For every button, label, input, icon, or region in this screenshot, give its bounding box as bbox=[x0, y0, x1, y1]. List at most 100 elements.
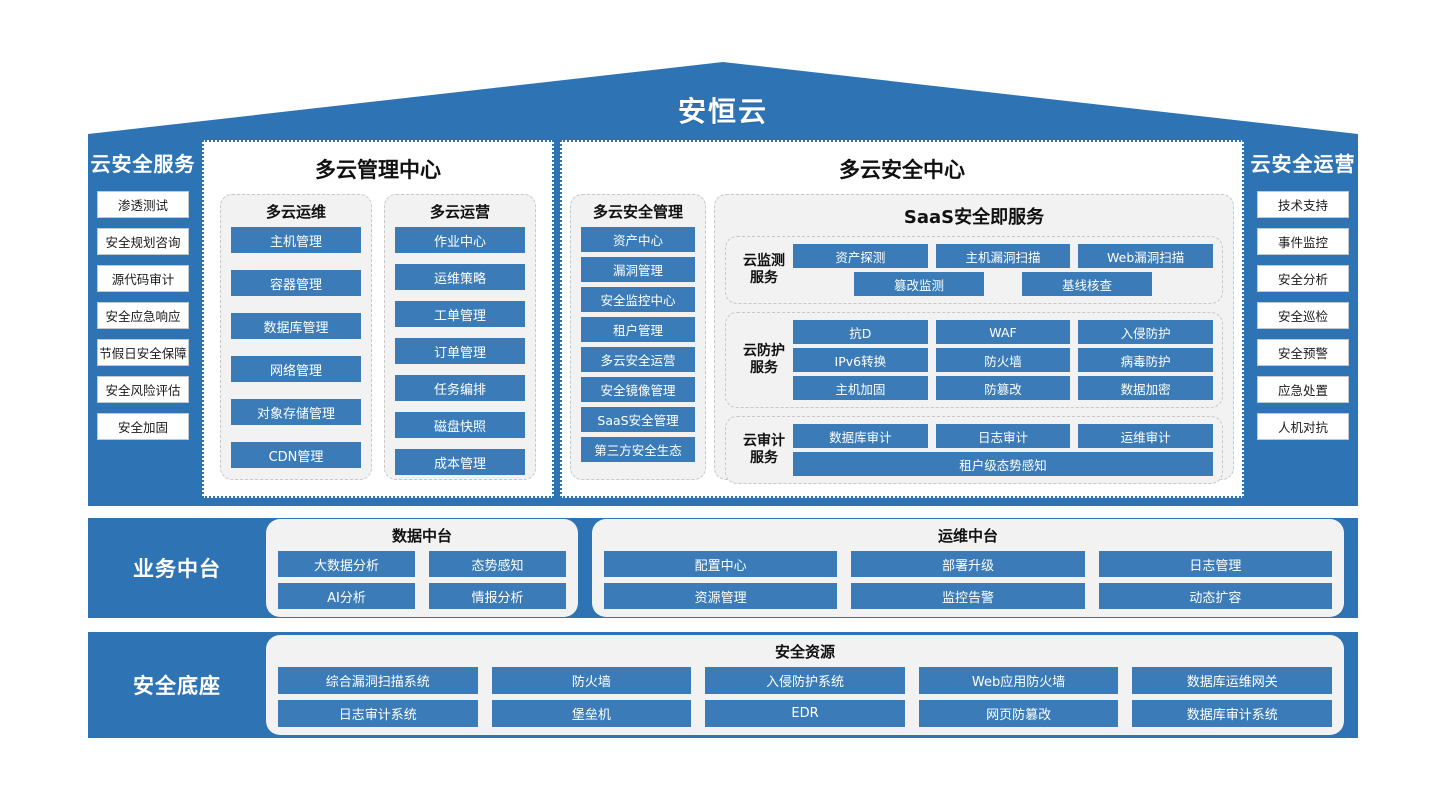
right-panel-item[interactable]: 技术支持 bbox=[1257, 191, 1349, 218]
saas-item[interactable]: 病毒防护 bbox=[1078, 348, 1214, 372]
data-platform-item[interactable]: AI分析 bbox=[278, 583, 415, 609]
mgmt-ops-item[interactable]: 对象存储管理 bbox=[231, 399, 361, 425]
left-panel-item[interactable]: 安全规划咨询 bbox=[97, 228, 189, 255]
group-items: 作业中心 运维策略 工单管理 订单管理 任务编排 磁盘快照 成本管理 bbox=[395, 227, 525, 481]
security-resource-card: 安全资源 综合漏洞扫描系统 防火墙 入侵防护系统 Web应用防火墙 数据库运维网… bbox=[266, 635, 1344, 735]
subgroup-label-line1: 云防护 bbox=[743, 342, 785, 359]
sec-mgmt-item[interactable]: 安全监控中心 bbox=[581, 287, 695, 312]
group-items: 主机管理 容器管理 数据库管理 网络管理 对象存储管理 CDN管理 bbox=[231, 227, 361, 470]
mgmt-run-item[interactable]: 订单管理 bbox=[395, 338, 525, 364]
mgmt-run-item[interactable]: 工单管理 bbox=[395, 301, 525, 327]
ops-platform-item[interactable]: 部署升级 bbox=[851, 551, 1085, 577]
mgmt-run-item[interactable]: 成本管理 bbox=[395, 449, 525, 475]
saas-item[interactable]: IPv6转换 bbox=[793, 348, 928, 372]
sec-mgmt-item[interactable]: 租户管理 bbox=[581, 317, 695, 342]
security-resource-item[interactable]: 数据库运维网关 bbox=[1132, 667, 1332, 694]
saas-item[interactable]: Web漏洞扫描 bbox=[1078, 244, 1214, 268]
saas-item[interactable]: 篡改监测 bbox=[854, 272, 984, 296]
data-platform-item[interactable]: 大数据分析 bbox=[278, 551, 415, 577]
mgmt-ops-item[interactable]: 网络管理 bbox=[231, 356, 361, 382]
left-panel-item[interactable]: 安全风险评估 bbox=[97, 376, 189, 403]
security-resource-item[interactable]: 综合漏洞扫描系统 bbox=[278, 667, 478, 694]
saas-item[interactable]: 主机漏洞扫描 bbox=[935, 244, 1071, 268]
business-band-label: 业务中台 bbox=[133, 557, 221, 581]
right-panel-item[interactable]: 安全巡检 bbox=[1257, 302, 1349, 329]
sec-mgmt-item[interactable]: 第三方安全生态 bbox=[581, 437, 695, 462]
left-panel-item[interactable]: 节假日安全保障 bbox=[97, 339, 189, 366]
right-panel-item[interactable]: 安全分析 bbox=[1257, 265, 1349, 292]
subgroup-row: 数据库审计 日志审计 运维审计 bbox=[793, 424, 1214, 448]
mgmt-ops-item[interactable]: 容器管理 bbox=[231, 270, 361, 296]
right-panel-title: 云安全运营 bbox=[1250, 152, 1356, 176]
saas-item[interactable]: 日志审计 bbox=[935, 424, 1071, 448]
ops-platform-item[interactable]: 动态扩容 bbox=[1098, 583, 1332, 609]
security-resource-item[interactable]: EDR bbox=[705, 700, 905, 727]
security-resource-item[interactable]: 数据库审计系统 bbox=[1132, 700, 1332, 727]
saas-item[interactable]: 防篡改 bbox=[935, 376, 1071, 400]
security-resource-item[interactable]: 堡垒机 bbox=[491, 700, 692, 727]
mgmt-run-item[interactable]: 作业中心 bbox=[395, 227, 525, 253]
cloud-audit-service-subgroup: 云审计 服务 数据库审计 日志审计 运维审计 租户级态势感知 bbox=[725, 416, 1223, 484]
saas-item[interactable]: 防火墙 bbox=[935, 348, 1071, 372]
roof-banner: 安恒云 bbox=[88, 62, 1358, 134]
saas-item[interactable]: 主机加固 bbox=[793, 376, 928, 400]
subgroup-row: 篡改监测 基线核查 bbox=[793, 272, 1213, 296]
sec-mgmt-item[interactable]: 安全镜像管理 bbox=[581, 377, 695, 402]
right-panel-item[interactable]: 安全预警 bbox=[1257, 339, 1349, 366]
right-panel-item[interactable]: 事件监控 bbox=[1257, 228, 1349, 255]
security-resource-item[interactable]: Web应用防火墙 bbox=[918, 667, 1119, 694]
ops-platform-item[interactable]: 监控告警 bbox=[851, 583, 1085, 609]
security-resource-item[interactable]: 防火墙 bbox=[491, 667, 692, 694]
card-items: 配置中心 部署升级 日志管理 资源管理 监控告警 动态扩容 bbox=[604, 551, 1332, 609]
multi-cloud-security-management-group: 多云安全管理 资产中心 漏洞管理 安全监控中心 租户管理 多云安全运营 安全镜像… bbox=[570, 194, 706, 480]
card-items: 综合漏洞扫描系统 防火墙 入侵防护系统 Web应用防火墙 数据库运维网关 日志审… bbox=[278, 667, 1332, 727]
multi-cloud-security-center: 多云安全中心 多云安全管理 资产中心 漏洞管理 安全监控中心 租户管理 多云安全… bbox=[560, 140, 1244, 498]
mgmt-run-item[interactable]: 运维策略 bbox=[395, 264, 525, 290]
ops-platform-item[interactable]: 资源管理 bbox=[604, 583, 838, 609]
data-platform-item[interactable]: 态势感知 bbox=[429, 551, 566, 577]
ops-middle-platform-card: 运维中台 配置中心 部署升级 日志管理 资源管理 监控告警 动态扩容 bbox=[592, 519, 1344, 617]
sec-mgmt-item[interactable]: 漏洞管理 bbox=[581, 257, 695, 282]
mgmt-ops-item[interactable]: 数据库管理 bbox=[231, 313, 361, 339]
mgmt-run-item[interactable]: 任务编排 bbox=[395, 375, 525, 401]
subgroup-label-line1: 云审计 bbox=[743, 432, 785, 449]
group-title: 多云安全管理 bbox=[592, 203, 683, 221]
data-platform-item[interactable]: 情报分析 bbox=[429, 583, 566, 609]
mgmt-ops-item[interactable]: CDN管理 bbox=[231, 442, 361, 468]
security-resource-item[interactable]: 入侵防护系统 bbox=[705, 667, 905, 694]
ops-platform-item[interactable]: 配置中心 bbox=[604, 551, 838, 577]
saas-item[interactable]: 基线核查 bbox=[1022, 272, 1152, 296]
saas-item[interactable]: WAF bbox=[935, 320, 1071, 344]
subgroup-label-line2: 服务 bbox=[750, 450, 778, 466]
multi-cloud-management-center: 多云管理中心 多云运维 主机管理 容器管理 数据库管理 网络管理 对象存储管理 … bbox=[202, 140, 554, 498]
saas-item[interactable]: 租户级态势感知 bbox=[793, 452, 1213, 476]
card-title: 运维中台 bbox=[937, 527, 998, 545]
left-panel-item[interactable]: 源代码审计 bbox=[97, 265, 189, 292]
security-resource-item[interactable]: 网页防篡改 bbox=[918, 700, 1119, 727]
right-panel-item[interactable]: 人机对抗 bbox=[1257, 413, 1349, 440]
sec-mgmt-item[interactable]: SaaS安全管理 bbox=[581, 407, 695, 432]
mgmt-ops-item[interactable]: 主机管理 bbox=[231, 227, 361, 253]
sec-mgmt-item[interactable]: 资产中心 bbox=[581, 227, 695, 252]
left-panel-item[interactable]: 安全应急响应 bbox=[97, 302, 189, 329]
saas-security-as-a-service-group: SaaS安全即服务 云监测 服务 资产探测 主机漏洞扫描 bbox=[714, 194, 1234, 484]
left-panel-item[interactable]: 渗透测试 bbox=[97, 191, 189, 218]
saas-item[interactable]: 数据库审计 bbox=[793, 424, 928, 448]
subgroup-label: 云审计 服务 bbox=[735, 433, 793, 468]
saas-item[interactable]: 抗D bbox=[793, 320, 928, 344]
saas-item[interactable]: 入侵防护 bbox=[1078, 320, 1214, 344]
saas-item[interactable]: 运维审计 bbox=[1078, 424, 1214, 448]
subgroup-label-line2: 服务 bbox=[750, 270, 778, 286]
security-resource-item[interactable]: 日志审计系统 bbox=[278, 700, 478, 727]
sec-mgmt-item[interactable]: 多云安全运营 bbox=[581, 347, 695, 372]
mgmt-run-item[interactable]: 磁盘快照 bbox=[395, 412, 525, 438]
group-items: 资产中心 漏洞管理 安全监控中心 租户管理 多云安全运营 安全镜像管理 SaaS… bbox=[581, 227, 695, 470]
subgroup-label-line1: 云监测 bbox=[743, 252, 785, 269]
left-panel-item[interactable]: 安全加固 bbox=[97, 413, 189, 440]
saas-item[interactable]: 数据加密 bbox=[1078, 376, 1214, 400]
saas-item[interactable]: 资产探测 bbox=[793, 244, 928, 268]
ops-platform-item[interactable]: 日志管理 bbox=[1098, 551, 1332, 577]
business-band-content: 数据中台 大数据分析 态势感知 AI分析 情报分析 运维中台 配置中心 部署升级… bbox=[266, 519, 1358, 617]
right-panel-item[interactable]: 应急处置 bbox=[1257, 376, 1349, 403]
